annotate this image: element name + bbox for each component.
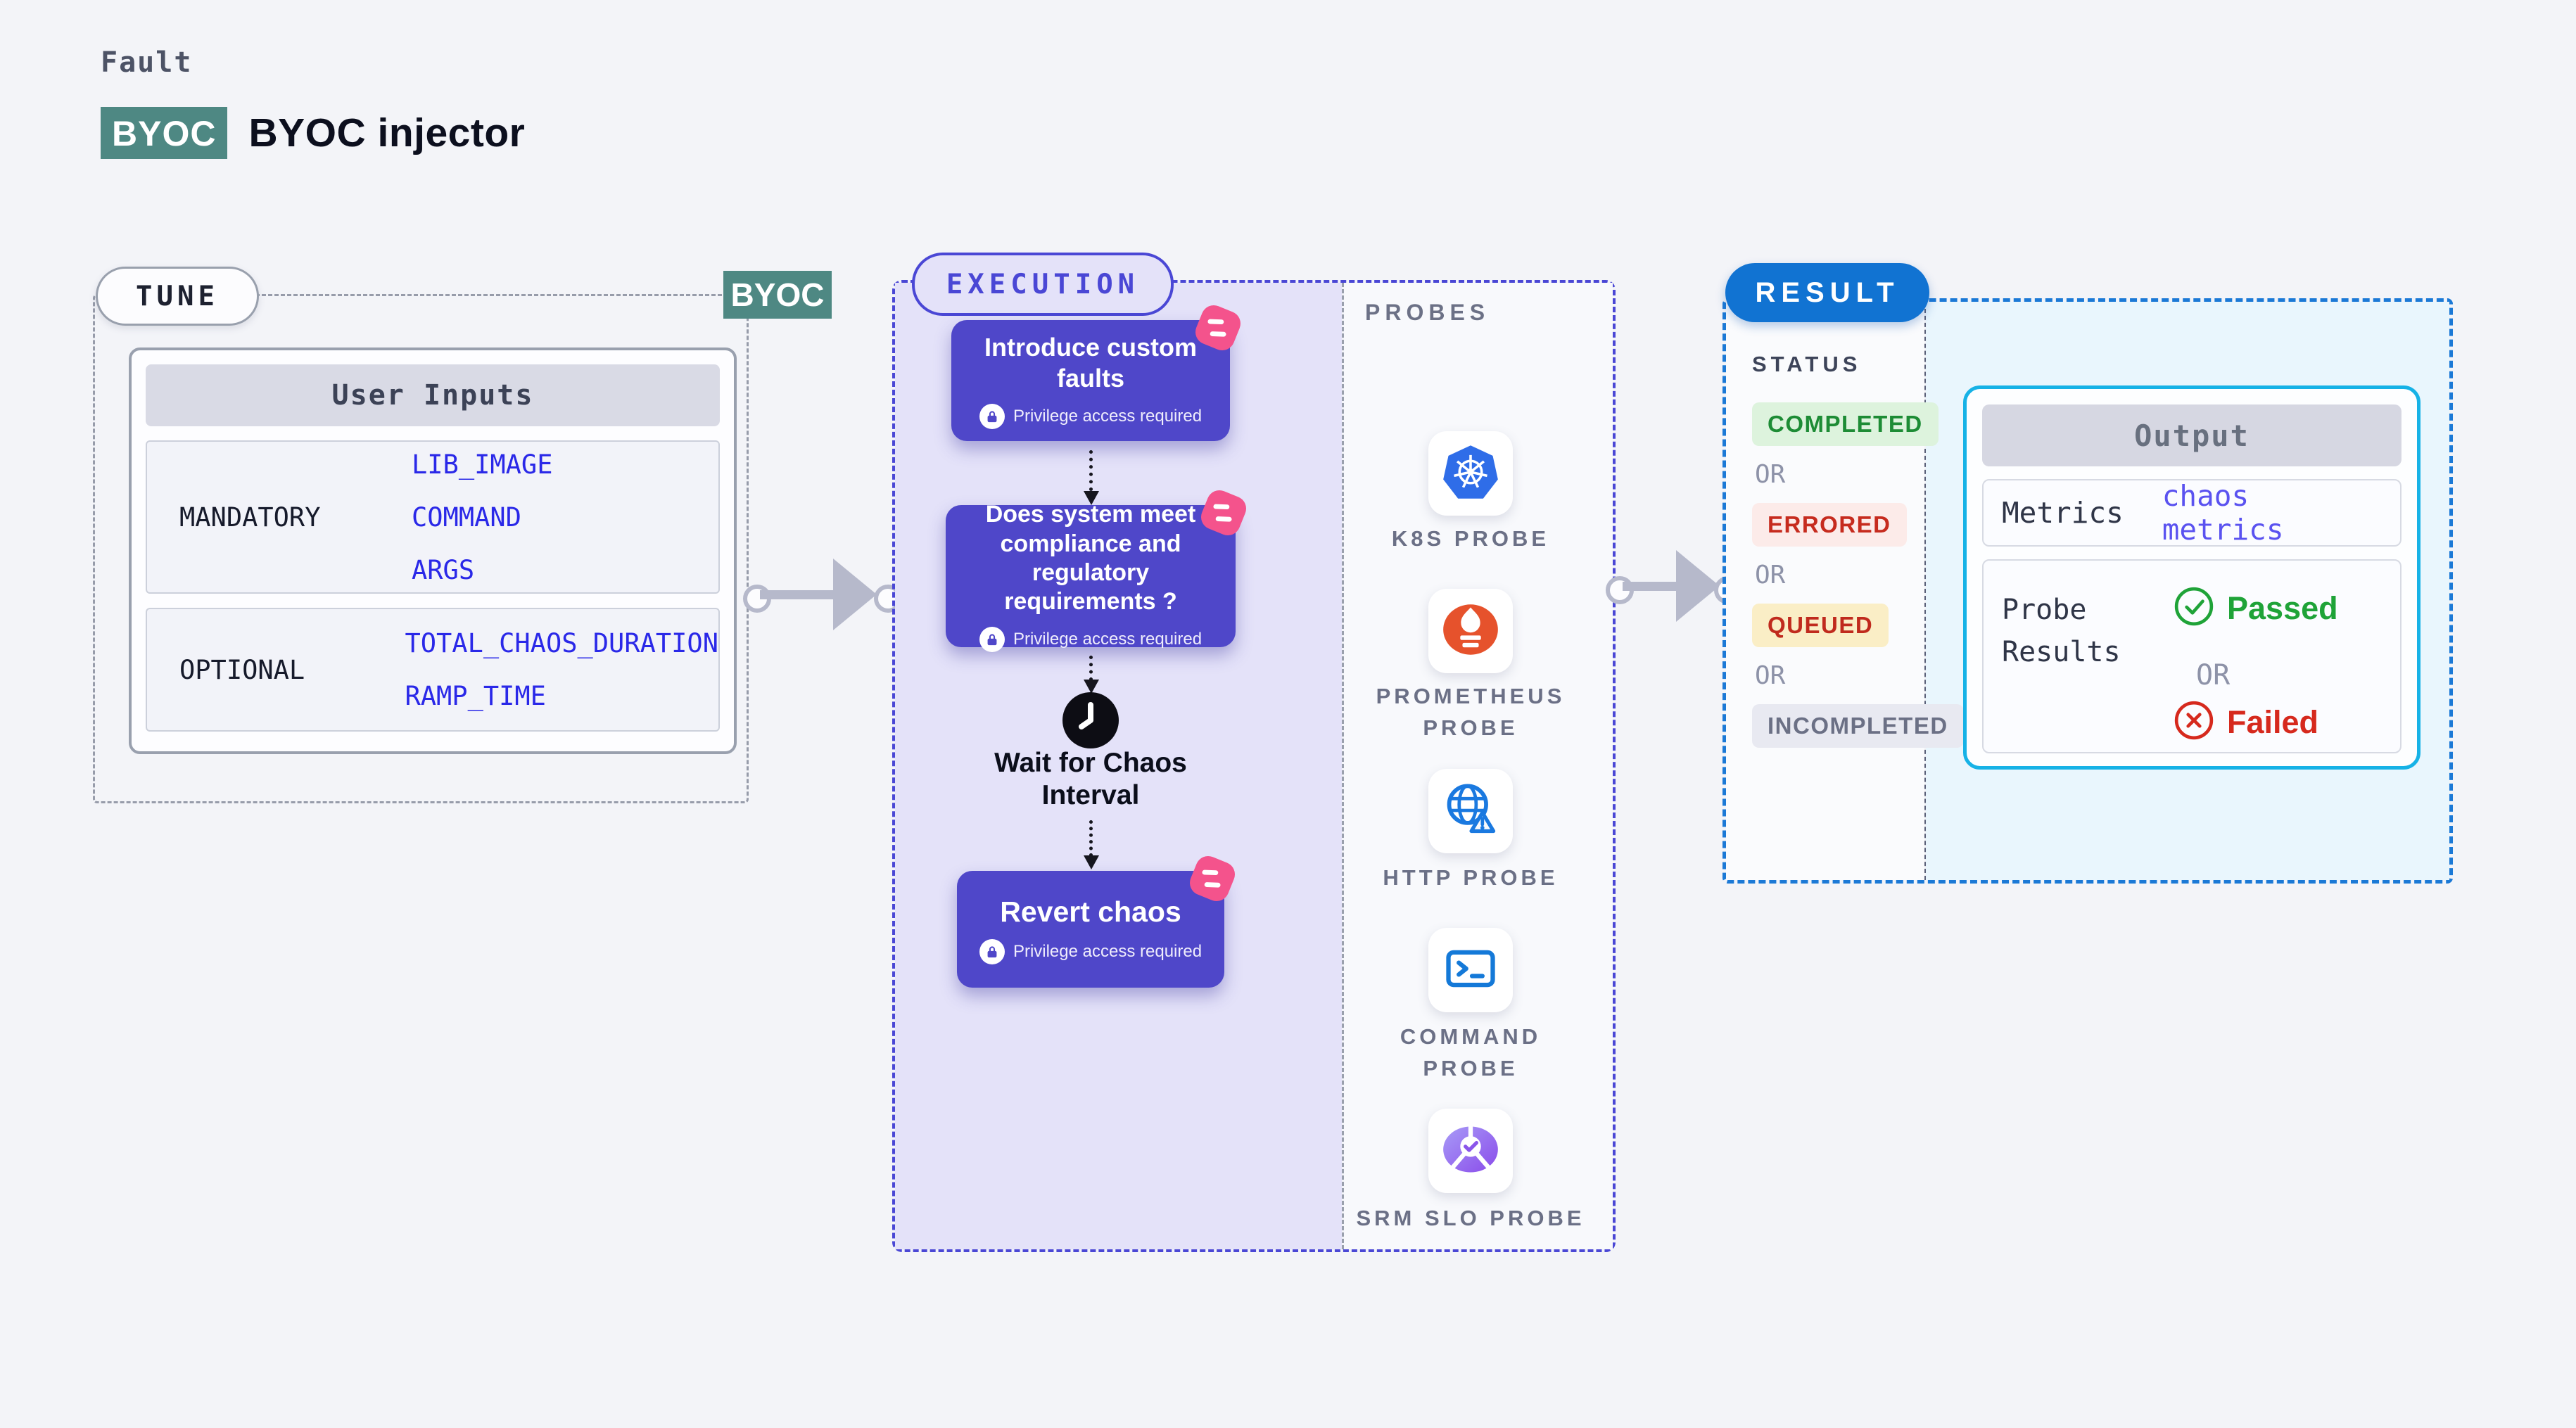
metrics-label: Metrics [2002,496,2124,530]
or-separator: OR [1755,460,1786,489]
probes-to-result-arrow [1606,540,1758,632]
failed-result: Failed [2174,700,2318,744]
probe-card-command [1428,928,1513,1012]
chaos-fault-icon [1184,850,1241,907]
probe-label-prometheus: PROMETHEUS PROBE [1376,684,1566,740]
optional-label: OPTIONAL [179,654,305,685]
dotted-arrow-head-icon [1084,855,1099,869]
status-area [1726,302,1924,880]
or-separator: OR [2196,659,2231,691]
dotted-connector [1089,820,1093,857]
arrow-line [760,590,844,599]
status-badge-queued: QUEUED [1752,604,1889,647]
node-title: Introduce custom faults [984,333,1198,393]
dotted-connector [1089,656,1093,681]
terminal-icon [1441,939,1500,1002]
probe-label-command: COMMAND PROBE [1400,1024,1542,1080]
input-ramp-time: RAMP_TIME [405,681,546,711]
status-output-divider [1924,302,1926,880]
tune-section-outline [93,294,749,803]
probe-results-label: Probe Results [2002,594,2121,668]
node-introduce-custom-faults: Introduce custom faults Privilege access… [951,305,1241,441]
privilege-note-text: Privilege access required [1013,406,1203,426]
execution-probes-divider [1342,283,1344,1249]
privilege-note: Privilege access required [979,626,1203,652]
execution-area [895,283,1342,1249]
probe-card-http [1428,769,1513,853]
page-header: BYOC BYOC injector [101,107,525,159]
lock-icon [979,939,1005,964]
privilege-note: Privilege access required [979,403,1203,429]
arrow-head-icon [833,559,877,630]
chaos-fault-icon [1195,484,1252,542]
output-card: Output Metrics chaos metrics Probe Resul… [1963,385,2420,770]
status-badge-incompleted: INCOMPLETED [1752,704,1964,748]
node-revert-chaos: Revert chaos Privilege access required [957,856,1235,988]
tune-section-label: TUNE [96,267,259,326]
input-total-chaos-duration: TOTAL_CHAOS_DURATION [405,628,718,658]
mandatory-inputs-row: MANDATORY LIB_IMAGE COMMAND ARGS [146,440,720,594]
check-circle-icon [2174,586,2214,630]
privilege-note-text: Privilege access required [1013,942,1203,961]
privilege-note-text: Privilege access required [1013,629,1203,649]
input-command: COMMAND [412,502,521,533]
probe-results-row: Probe Results Passed OR Failed [1982,559,2401,753]
probe-label-http: HTTP PROBE [1383,865,1559,890]
slo-gauge-icon [1441,1120,1500,1182]
metrics-value: chaos metrics [2162,479,2284,547]
privilege-note: Privilege access required [979,939,1202,964]
lock-icon [979,626,1005,652]
or-separator: OR [1755,661,1786,690]
user-inputs-card: User Inputs MANDATORY LIB_IMAGE COMMAND … [129,348,737,754]
mandatory-values: LIB_IMAGE COMMAND ARGS [412,450,552,585]
metrics-row: Metrics chaos metrics [1982,479,2401,547]
probes-area [1344,283,1613,1249]
optional-values: TOTAL_CHAOS_DURATION RAMP_TIME [405,628,718,711]
probe-card-srm-slo [1428,1109,1513,1193]
lock-icon [979,403,1005,429]
status-badge-completed: COMPLETED [1752,402,1939,446]
tune-to-execution-arrow [743,549,902,640]
dotted-connector [1089,450,1093,491]
node-compliance-check: Does system meet compliance and regulato… [946,490,1246,652]
clock-icon [1061,691,1120,750]
probe-card-k8s [1428,431,1513,516]
probes-section-label: PROBES [1365,300,1490,325]
dotted-arrow-head-icon [1084,491,1099,505]
status-column: STATUS COMPLETED OR ERRORED OR QUEUED OR… [1752,352,1964,748]
failed-label: Failed [2227,703,2319,740]
x-circle-icon [2174,700,2214,744]
or-separator: OR [1755,561,1786,589]
byoc-corner-badge: BYOC [723,271,832,319]
mandatory-label: MANDATORY [179,502,321,533]
byoc-title-badge: BYOC [101,107,228,159]
passed-label: Passed [2227,589,2338,626]
status-badge-errored: ERRORED [1752,503,1907,547]
page-title: BYOC injector [248,110,526,155]
fault-eyebrow: Fault [101,46,193,79]
passed-result: Passed [2174,586,2338,630]
prometheus-icon [1441,600,1500,663]
execution-section-outline [892,280,1616,1252]
arrow-line [1623,582,1690,591]
probe-card-prometheus [1428,589,1513,673]
optional-inputs-row: OPTIONAL TOTAL_CHAOS_DURATION RAMP_TIME [146,608,720,732]
kubernetes-icon [1441,442,1500,505]
dotted-arrow-head-icon [1084,680,1099,694]
probe-label-srm-slo: SRM SLO PROBE [1356,1206,1585,1230]
output-title: Output [1982,404,2401,466]
input-lib-image: LIB_IMAGE [412,449,553,480]
node-wait-for-chaos-interval: Wait for Chaos Interval [994,748,1187,811]
node-title: Does system meet compliance and regulato… [985,501,1196,616]
result-section-label: RESULT [1725,263,1929,322]
arrow-head-icon [1676,550,1720,622]
execution-section-label: EXECUTION [912,253,1174,316]
chaos-fault-icon [1189,299,1247,357]
probe-label-k8s: K8S PROBE [1391,526,1550,551]
http-globe-icon [1441,780,1500,843]
node-title: Revert chaos [1000,895,1181,928]
status-label: STATUS [1752,352,1862,376]
user-inputs-title: User Inputs [146,364,720,426]
input-args: ARGS [412,554,475,585]
